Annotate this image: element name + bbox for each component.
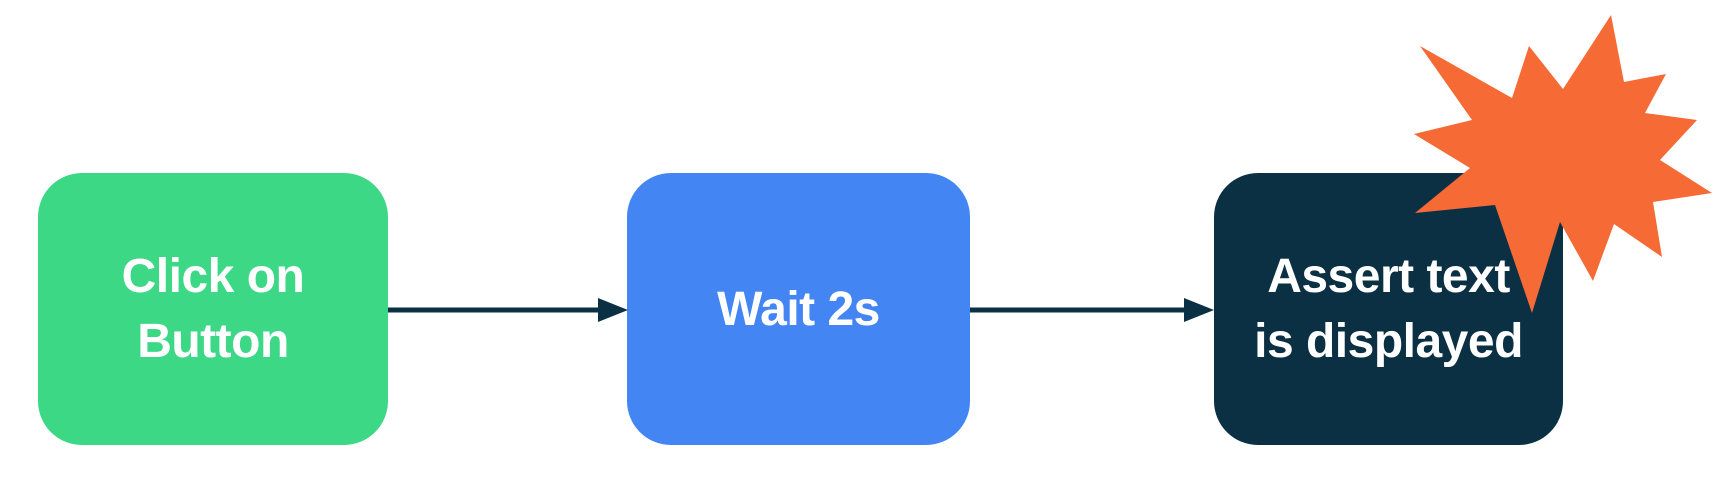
node-label-line: Assert text bbox=[1267, 250, 1510, 303]
arrow-step1-to-step2 bbox=[388, 298, 628, 322]
node-label: Click on Button bbox=[122, 244, 305, 374]
node-label-line: Button bbox=[137, 315, 289, 368]
node-label-line: Wait 2s bbox=[717, 282, 880, 336]
node-label-line: Click on bbox=[121, 250, 305, 303]
flow-node-click-on-button: Click on Button bbox=[38, 173, 388, 445]
node-label-line: is displayed bbox=[1254, 315, 1523, 368]
arrowhead-icon bbox=[1184, 298, 1214, 322]
flow-node-assert-text-displayed: Assert text is displayed bbox=[1214, 173, 1563, 445]
node-label: Wait 2s bbox=[717, 277, 880, 342]
arrowhead-icon bbox=[598, 298, 628, 322]
arrow-step2-to-step3 bbox=[970, 298, 1214, 322]
node-label: Assert text is displayed bbox=[1254, 244, 1523, 374]
flow-node-wait-2s: Wait 2s bbox=[627, 173, 970, 445]
